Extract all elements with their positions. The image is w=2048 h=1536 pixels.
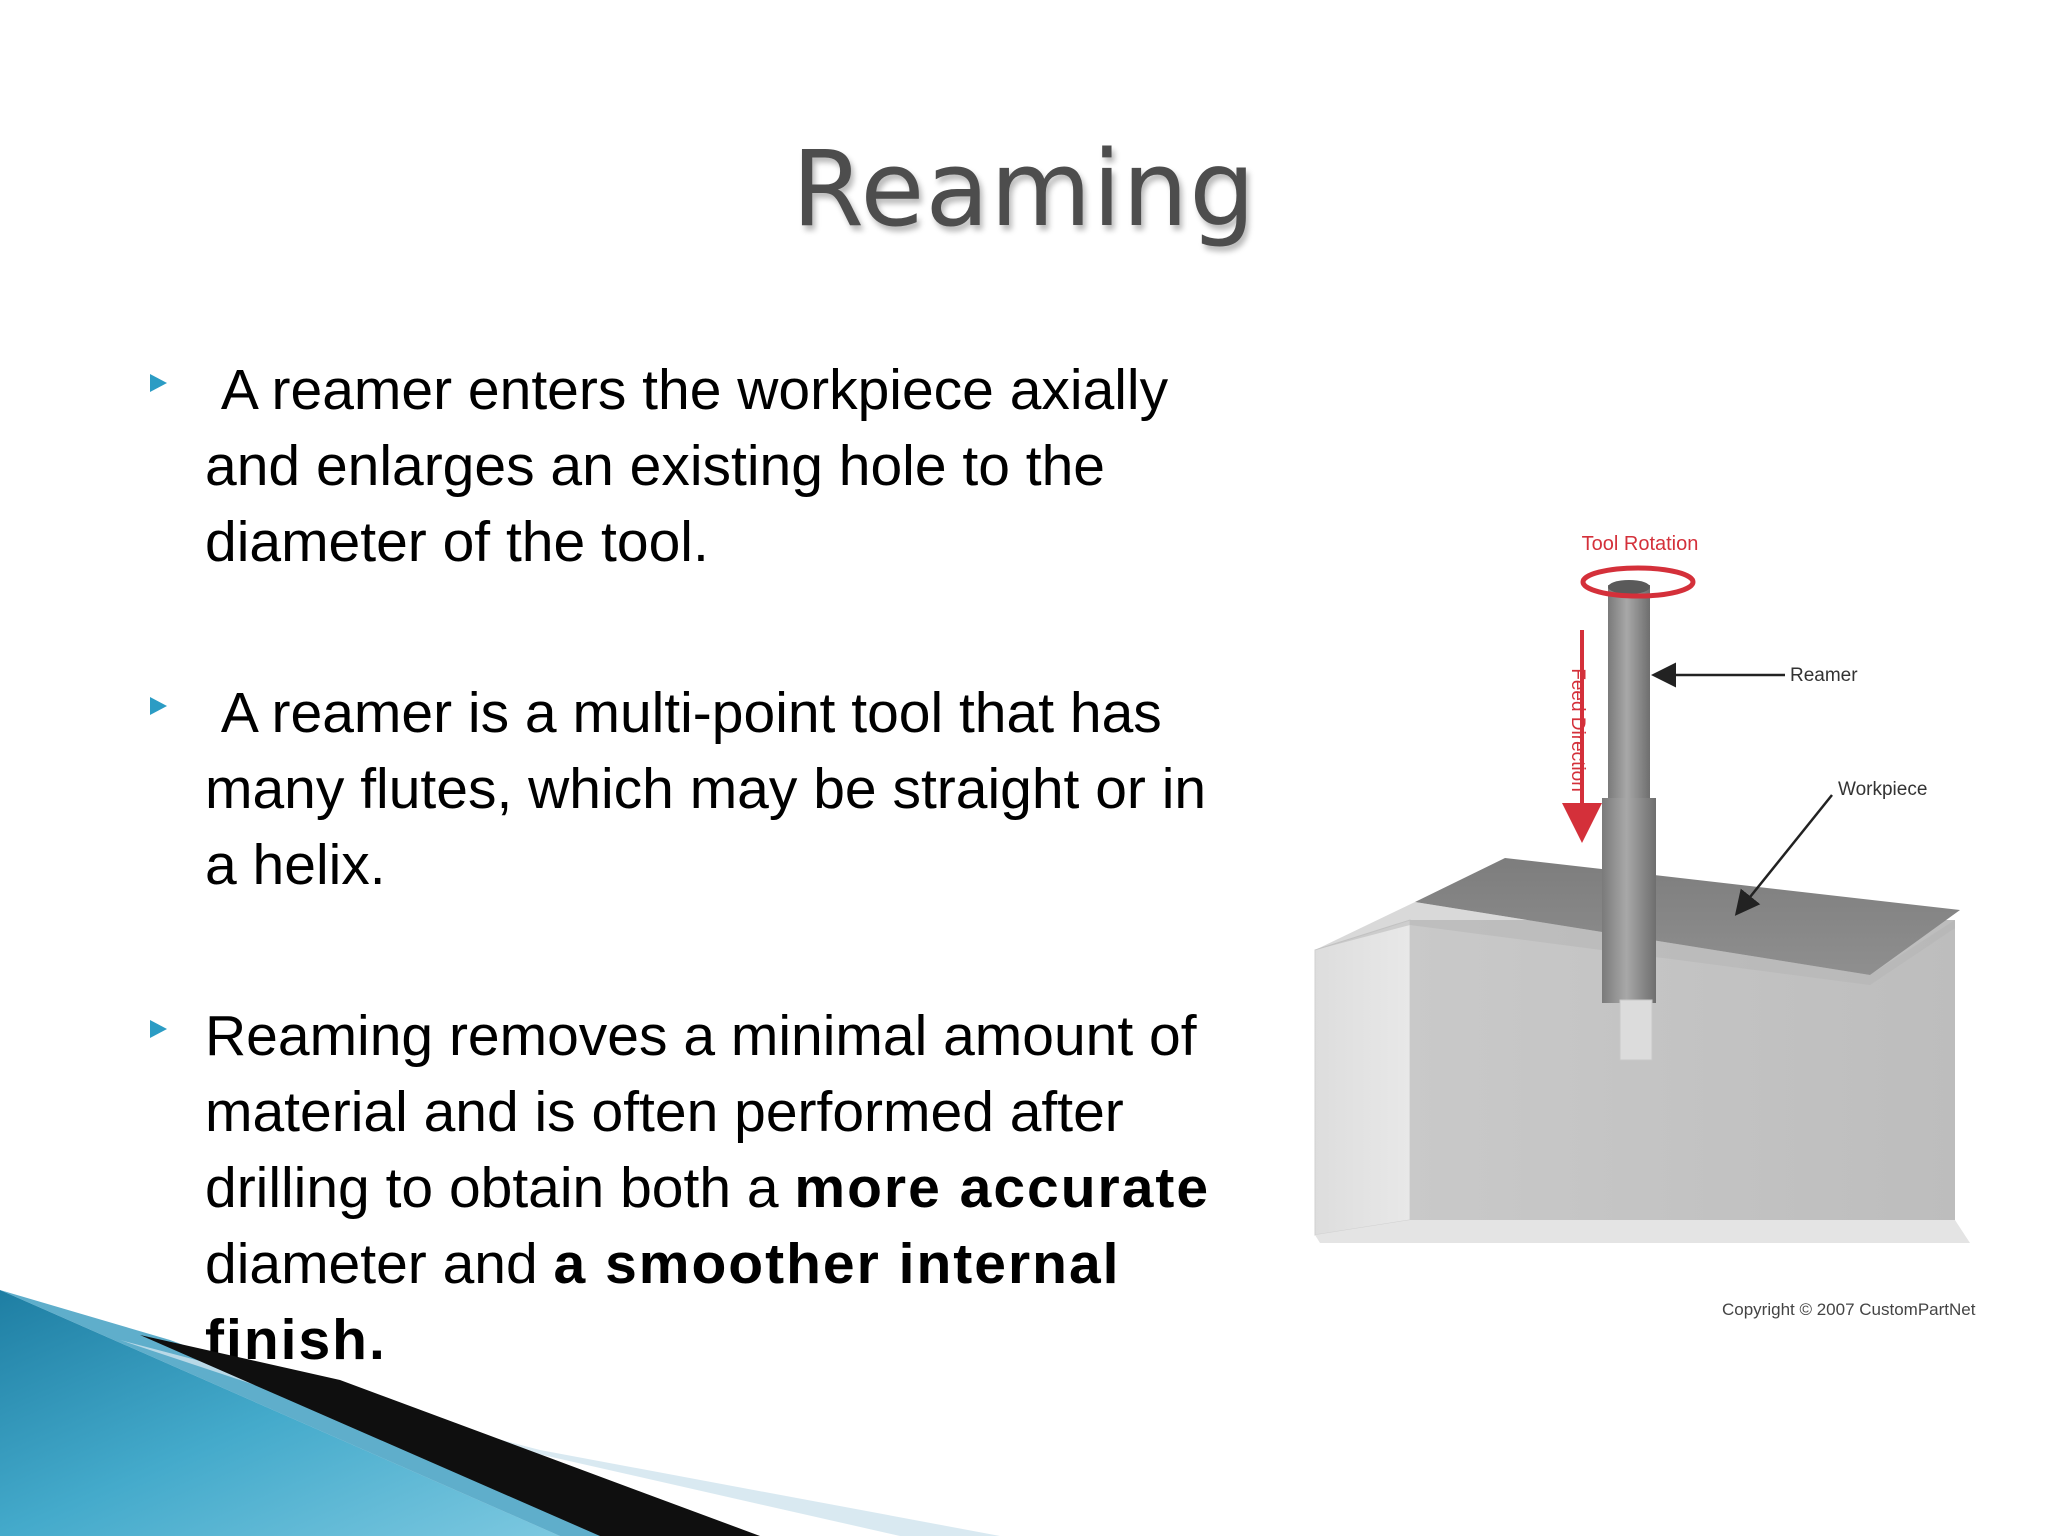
text-run: diameter and [205,1232,554,1296]
feed-direction-label: Feed Direction [1567,668,1588,792]
bullet-item: Reaming removes a minimal amount of mate… [150,998,1230,1378]
rotation-ring-icon [1580,565,1696,599]
bullet-text: Reaming removes a minimal amount of mate… [205,998,1230,1378]
workpiece-pointer-icon [1734,794,1833,916]
bullet-arrow-icon [150,374,167,392]
bullet-arrow-icon [150,697,167,715]
bullet-text: A reamer enters the workpiece axially an… [205,358,1169,574]
bullet-item: A reamer is a multi-point tool that has … [150,675,1230,903]
workpiece-label: Workpiece [1838,779,1927,800]
tool-rotation-label: Tool Rotation [1582,533,1699,555]
text-run: Reaming removes a minimal amount of mate… [205,1004,1197,1220]
text-run-bold: a smoother internal finish. [205,1232,1121,1372]
reamer-label: Reamer [1790,665,1858,686]
bullet-text: A reamer is a multi-point tool that has … [205,681,1207,897]
bullet-arrow-icon [150,1020,167,1038]
reamer-tool [1602,580,1656,1061]
copyright-label: Copyright © 2007 CustomPartNet [1722,1300,1976,1319]
slide-title: Reaming [791,128,1257,250]
corner-swoosh-decoration [0,1290,1000,1536]
reaming-diagram: Tool Rotation Feed Direction Reamer Work… [1314,533,1976,1319]
workpiece-block [1314,858,1970,1243]
bullet-item: A reamer enters the workpiece axially an… [150,352,1230,580]
text-run-bold: more accurate [794,1156,1211,1220]
bullet-list: A reamer enters the workpiece axially an… [150,352,1230,1378]
